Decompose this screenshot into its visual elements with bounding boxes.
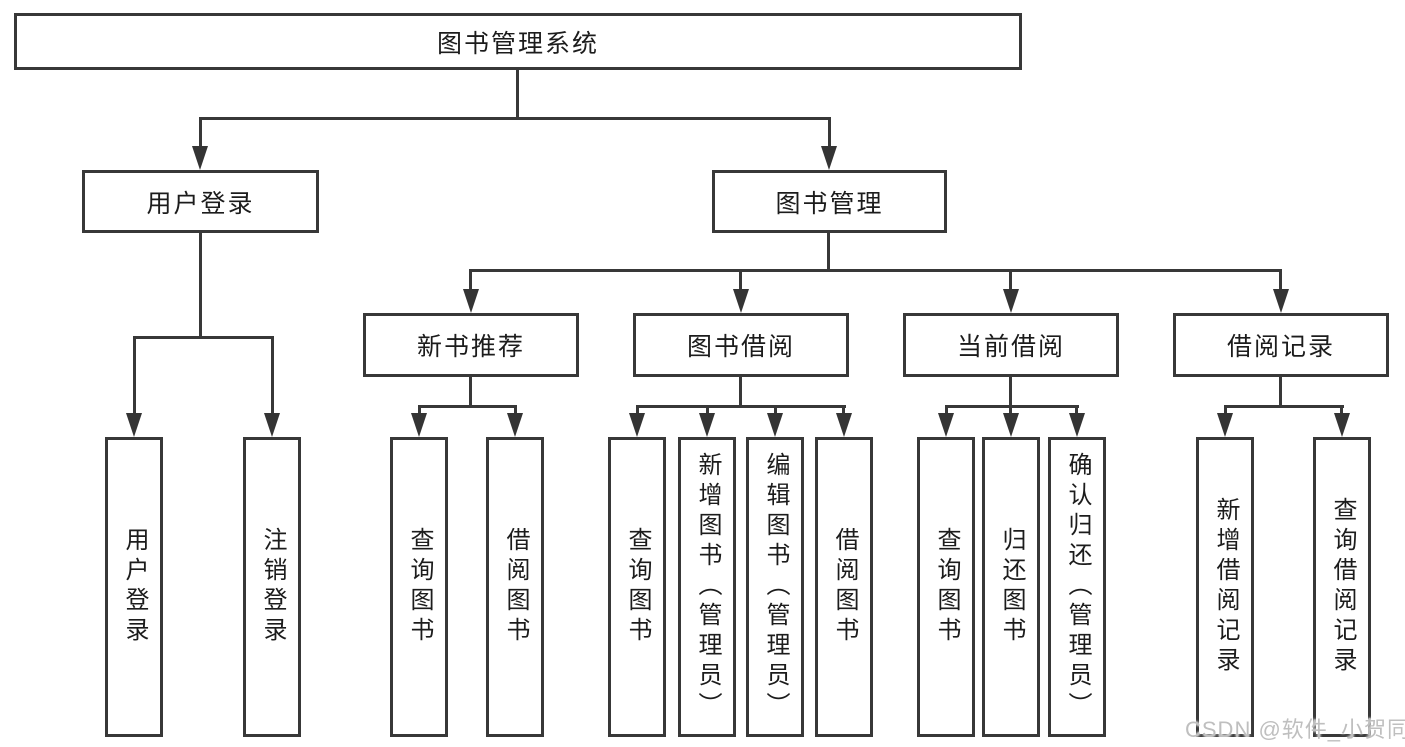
leaf-current-return-books: 归还图书 xyxy=(982,437,1040,737)
connector xyxy=(636,405,639,416)
connector xyxy=(469,269,1282,272)
leaf-label: 编辑图书（管理员） xyxy=(762,452,789,722)
leaf-label: 注销登录 xyxy=(259,527,286,647)
leaf-label: 查询图书 xyxy=(933,527,960,647)
node-book-borrowing: 图书借阅 xyxy=(633,313,849,377)
node-label: 图书借阅 xyxy=(686,333,795,361)
leaf-current-confirm-return-admin: 确认归还（管理员） xyxy=(1048,437,1106,737)
arrowhead xyxy=(192,146,208,170)
arrowhead xyxy=(126,413,142,437)
arrowhead xyxy=(1334,413,1350,437)
arrowhead xyxy=(1003,413,1019,437)
leaf-user-login: 用户登录 xyxy=(105,437,163,737)
arrowhead xyxy=(836,413,852,437)
connector xyxy=(418,405,421,416)
leaf-borrow-borrow-books: 借阅图书 xyxy=(815,437,873,737)
arrowhead xyxy=(411,413,427,437)
leaf-label: 查询图书 xyxy=(624,527,651,647)
connector xyxy=(199,233,202,339)
leaf-borrow-edit-books-admin: 编辑图书（管理员） xyxy=(746,437,804,737)
connector xyxy=(1075,405,1078,416)
leaf-label: 借阅图书 xyxy=(831,527,858,647)
connector xyxy=(469,269,472,293)
arrowhead xyxy=(733,289,749,313)
connector xyxy=(133,336,274,339)
leaf-records-query-borrow-record: 查询借阅记录 xyxy=(1313,437,1371,737)
connector xyxy=(945,405,948,416)
connector xyxy=(827,233,830,272)
leaf-newrec-query-books: 查询图书 xyxy=(390,437,448,737)
leaf-borrow-query-books: 查询图书 xyxy=(608,437,666,737)
arrowhead xyxy=(821,146,837,170)
connector xyxy=(828,117,831,149)
csdn-watermark: CSDN @软件_小贺同学 xyxy=(1185,717,1405,742)
connector xyxy=(1224,405,1227,416)
connector xyxy=(516,70,519,118)
connector xyxy=(199,117,202,149)
arrowhead xyxy=(507,413,523,437)
connector xyxy=(842,405,845,416)
connector xyxy=(1009,269,1012,293)
connector xyxy=(774,405,777,416)
node-label: 借阅记录 xyxy=(1226,333,1335,361)
connector xyxy=(739,269,742,293)
node-label: 用户登录 xyxy=(146,189,255,218)
leaf-current-query-books: 查询图书 xyxy=(917,437,975,737)
leaf-label: 用户登录 xyxy=(121,527,148,647)
node-label: 图书管理系统 xyxy=(436,29,599,58)
connector xyxy=(1009,405,1012,416)
connector xyxy=(739,377,742,408)
arrowhead xyxy=(1273,289,1289,313)
leaf-label: 归还图书 xyxy=(998,527,1025,647)
leaf-label: 查询借阅记录 xyxy=(1329,497,1356,677)
node-current-borrowing: 当前借阅 xyxy=(903,313,1119,377)
node-label: 新书推荐 xyxy=(416,333,525,361)
arrowhead xyxy=(938,413,954,437)
leaf-borrow-add-books-admin: 新增图书（管理员） xyxy=(678,437,736,737)
node-label: 当前借阅 xyxy=(956,333,1065,361)
connector xyxy=(1009,377,1012,408)
leaf-label: 借阅图书 xyxy=(502,527,529,647)
arrowhead xyxy=(1003,289,1019,313)
leaf-label: 新增借阅记录 xyxy=(1212,497,1239,677)
connector xyxy=(418,405,517,408)
arrowhead xyxy=(1217,413,1233,437)
connector xyxy=(1279,269,1282,293)
leaf-label: 确认归还（管理员） xyxy=(1064,452,1091,722)
connector xyxy=(945,405,1079,408)
connector xyxy=(469,377,472,408)
connector xyxy=(636,405,846,408)
arrowhead xyxy=(767,413,783,437)
node-label: 图书管理 xyxy=(775,189,884,218)
node-user-login: 用户登录 xyxy=(82,170,319,233)
node-book-management: 图书管理 xyxy=(712,170,947,233)
arrowhead xyxy=(1069,413,1085,437)
connector xyxy=(514,405,517,416)
leaf-label: 新增图书（管理员） xyxy=(694,452,721,722)
connector xyxy=(1340,405,1343,416)
leaf-label: 查询图书 xyxy=(406,527,433,647)
arrowhead xyxy=(629,413,645,437)
connector xyxy=(1279,377,1282,408)
arrowhead xyxy=(463,289,479,313)
connector xyxy=(133,336,136,416)
arrowhead xyxy=(264,413,280,437)
node-new-book-recommend: 新书推荐 xyxy=(363,313,579,377)
arrowhead xyxy=(699,413,715,437)
node-library-management-system: 图书管理系统 xyxy=(14,13,1022,70)
connector xyxy=(1224,405,1344,408)
connector xyxy=(706,405,709,416)
connector xyxy=(271,336,274,416)
node-borrowing-records: 借阅记录 xyxy=(1173,313,1389,377)
leaf-records-add-borrow-record: 新增借阅记录 xyxy=(1196,437,1254,737)
leaf-newrec-borrow-books: 借阅图书 xyxy=(486,437,544,737)
connector xyxy=(199,117,831,120)
leaf-logout: 注销登录 xyxy=(243,437,301,737)
